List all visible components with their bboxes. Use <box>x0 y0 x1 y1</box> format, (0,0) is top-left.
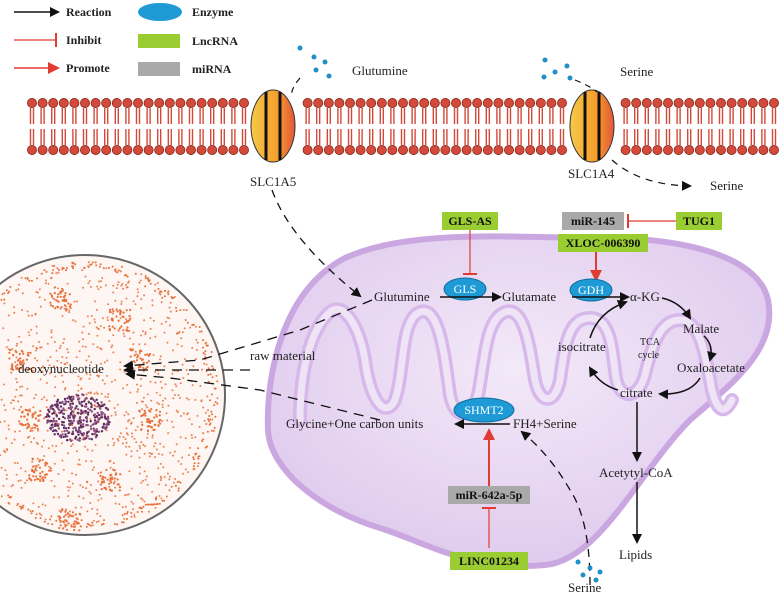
tug1-label: TUG1 <box>683 214 715 228</box>
serine-exit-label: Serine <box>710 178 743 193</box>
serine-bottom-label: Serine <box>568 580 601 595</box>
glutumine-to-nucleotide-dashed <box>123 299 373 371</box>
legend-lncrna-label: LncRNA <box>192 34 238 48</box>
malate-to-oxaloacetate-arrow <box>703 335 717 362</box>
legend-mirna-box <box>138 62 180 76</box>
xloc-label: XLOC-006390 <box>566 236 641 250</box>
nucleus <box>0 254 226 536</box>
legend-enzyme-shape <box>138 3 182 21</box>
glutumine-label: Glutumine <box>374 289 430 304</box>
legend-reaction-label: Reaction <box>66 5 112 19</box>
xloc-box <box>558 234 648 252</box>
isocitrate-to-akg-arrow <box>589 299 628 339</box>
glutamine-molecules <box>297 45 332 79</box>
lipids-label: Lipids <box>619 547 652 562</box>
shmt2-enzyme-label: SHMT2 <box>464 403 503 417</box>
legend-promote-label: Promote <box>66 61 110 75</box>
serine-molecules <box>541 57 573 81</box>
citrate-label: citrate <box>620 385 653 400</box>
mitochondrion-outer-membrane <box>264 233 773 569</box>
acetyl-coa-label: Acetytyl-CoA <box>599 465 673 480</box>
gls-as-label: GLS-AS <box>448 214 492 228</box>
glutamine-entry-dashed <box>291 77 301 97</box>
transporter-slc1a5 <box>250 89 296 163</box>
deoxynucleotide-label: deoxynucleotide <box>18 361 104 376</box>
legend: Reaction Inhibit Promote Enzyme LncRNA m… <box>14 3 238 76</box>
linc-label: LINC01234 <box>459 554 519 568</box>
gdh-enzyme-label: GDH <box>578 283 604 297</box>
mitochondrion-cristae-inner <box>296 306 736 424</box>
chromatin-dots <box>0 261 219 532</box>
mir145-label: miR-145 <box>571 214 615 228</box>
tug1-box <box>676 212 722 230</box>
malate-label: Malate <box>683 321 719 336</box>
glutumine-outside-label: Glutumine <box>352 63 408 78</box>
serine-outside-label: Serine <box>620 64 653 79</box>
cycle-label: cycle <box>638 350 660 361</box>
glycine-label: Glycine+One carbon units <box>286 416 423 431</box>
serine-to-fh4-dashed <box>520 430 591 586</box>
legend-inhibit-label: Inhibit <box>66 33 101 47</box>
glutamate-label: Glutamate <box>502 289 556 304</box>
serine-bottom-molecules <box>575 559 603 583</box>
shmt2-enzyme <box>453 397 515 423</box>
isocitrate-label: isocitrate <box>558 339 606 354</box>
akg-to-malate-arrow <box>661 297 692 320</box>
slc1a5-to-glutumine-dashed <box>271 189 362 298</box>
slc1a4-label: SLC1A4 <box>568 166 615 181</box>
oxaloacetate-label: Oxaloacetate <box>677 360 745 375</box>
legend-enzyme-label: Enzyme <box>192 5 234 19</box>
tca-label: TCA <box>640 337 661 348</box>
gdh-enzyme <box>569 278 613 302</box>
mir642-label: miR-642a-5p <box>456 488 523 502</box>
gls-enzyme-label: GLS <box>454 282 477 296</box>
gls-as-box <box>442 212 498 230</box>
cell-membrane <box>27 98 779 155</box>
legend-mirna-label: miRNA <box>192 62 232 76</box>
mir642-box <box>448 486 530 504</box>
gls-enzyme <box>443 277 487 301</box>
oxaloacetate-to-citrate-arrow <box>658 377 701 400</box>
mitochondrion <box>264 233 773 569</box>
legend-lncrna-box <box>138 34 180 48</box>
slc1a5-label: SLC1A5 <box>250 174 296 189</box>
raw-material-label: raw material <box>250 348 316 363</box>
linc-box <box>450 552 528 570</box>
serine-entry-dashed <box>574 79 598 93</box>
akg-label: α-KG <box>630 289 660 304</box>
fh4-serine-label: FH4+Serine <box>513 416 577 431</box>
nucleolus <box>45 393 111 443</box>
transporter-slc1a4 <box>569 89 615 163</box>
citrate-to-isocitrate-arrow <box>588 366 619 391</box>
serine-exit-arrow <box>611 159 692 191</box>
mir145-box <box>562 212 624 230</box>
